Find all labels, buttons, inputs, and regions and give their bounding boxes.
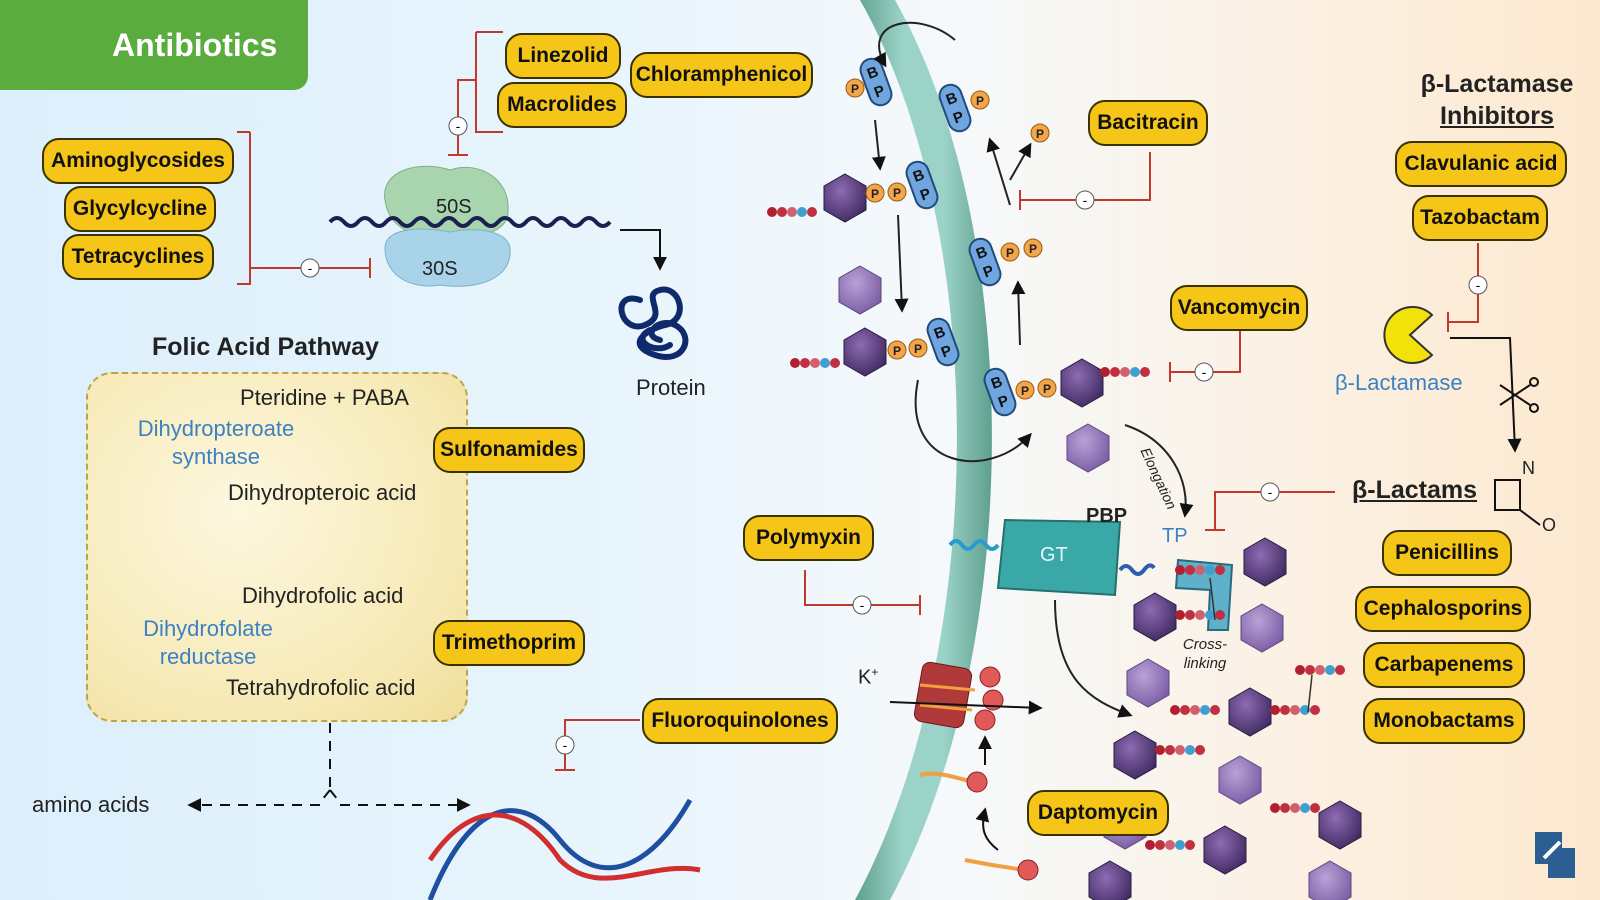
biorender-logo-icon — [1535, 832, 1575, 878]
folic-step-4: Tetrahydrofolic acid — [226, 675, 416, 700]
pill-daptomycin: Daptomycin — [1027, 790, 1169, 836]
peptidoglycan-mesh — [1088, 537, 1362, 900]
pill-penicillins: Penicillins — [1382, 530, 1512, 576]
ribosome-30s — [384, 228, 511, 287]
label-k-ion: K+ — [858, 665, 879, 689]
svg-text:-: - — [1268, 484, 1273, 500]
pill-monobactams: Monobactams — [1363, 698, 1525, 744]
protein-icon — [618, 286, 689, 360]
svg-text:-: - — [1083, 192, 1088, 208]
pill-linezolid: Linezolid — [505, 33, 621, 79]
pill-tazobactam: Tazobactam — [1412, 195, 1548, 241]
svg-text:-: - — [456, 118, 461, 134]
pill-vancomycin: Vancomycin — [1170, 285, 1308, 331]
svg-text:-: - — [1476, 277, 1481, 293]
label-protein: Protein — [636, 375, 706, 400]
pill-glycylcycline: Glycylcycline — [64, 186, 216, 232]
label-ring-n: N — [1522, 458, 1535, 478]
dna-helix — [427, 798, 701, 900]
beta-lactam-ring-icon — [1494, 479, 1541, 526]
pill-tetracyclines: Tetracyclines — [62, 234, 214, 280]
pill-trimethoprim: Trimethoprim — [433, 620, 585, 666]
page-title: Antibiotics — [112, 26, 278, 63]
enzyme-2: Dihydrofolate reductase — [128, 615, 288, 671]
crosslinking-line-2: linking — [1183, 655, 1227, 672]
label-tp: TP — [1162, 525, 1188, 547]
label-beta-lactamase: β-Lactamase — [1335, 370, 1463, 395]
label-pbp: PBP — [1086, 505, 1128, 527]
k-ion-text: K — [858, 666, 872, 689]
svg-text:-: - — [308, 260, 313, 276]
label-gt: GT — [1040, 544, 1068, 566]
folic-step-2: Dihydropteroic acid — [228, 480, 417, 505]
svg-text:-: - — [563, 737, 568, 753]
label-amino-acids: amino acids — [32, 792, 150, 817]
beta-lactams-title: β-Lactams — [1352, 476, 1478, 504]
label-50s: 50S — [436, 196, 472, 218]
inhibitors-title-line-1: β-Lactamase — [1420, 70, 1574, 98]
potassium-channel — [913, 661, 1004, 731]
label-ring-o: O — [1542, 515, 1557, 535]
pill-clavulanic-acid: Clavulanic acid — [1395, 141, 1567, 187]
pbp-gt-domain — [996, 518, 1122, 597]
enzyme-2-line-2: reductase — [159, 644, 257, 669]
pill-polymyxin: Polymyxin — [743, 515, 874, 561]
pill-bacitracin: Bacitracin — [1088, 100, 1208, 146]
title-badge: Antibiotics — [0, 0, 308, 90]
enzyme-1-line-1: Dihydropteroate — [137, 416, 295, 441]
enzyme-1: Dihydropteroate synthase — [118, 415, 314, 471]
svg-text:-: - — [1202, 364, 1207, 380]
folic-step-3: Dihydrofolic acid — [242, 583, 404, 608]
pill-chloramphenicol: Chloramphenicol — [630, 52, 813, 98]
svg-text:-: - — [860, 597, 865, 613]
cell-membrane — [855, 0, 992, 900]
crosslinking-line-1: Cross- — [1182, 636, 1228, 653]
label-30s: 30S — [422, 258, 458, 280]
folic-title: Folic Acid Pathway — [152, 333, 379, 361]
pill-cephalosporins: Cephalosporins — [1355, 586, 1531, 632]
inhibitors-title-line-2: Inhibitors — [1440, 102, 1554, 130]
scissors-icon — [1499, 377, 1539, 413]
inhibitors-title: β-Lactamase Inhibitors — [1392, 68, 1600, 132]
label-crosslinking: Cross- linking — [1170, 635, 1240, 673]
pill-fluoroquinolones: Fluoroquinolones — [642, 698, 838, 744]
beta-lactamase-icon — [1383, 306, 1434, 364]
folic-step-1: Pteridine + PABA — [240, 385, 409, 410]
pill-sulfonamides: Sulfonamides — [433, 427, 585, 473]
mrna-strand — [328, 216, 612, 228]
pill-carbapenems: Carbapenems — [1363, 642, 1525, 688]
pill-aminoglycosides: Aminoglycosides — [42, 138, 234, 184]
enzyme-2-line-1: Dihydrofolate — [143, 616, 273, 641]
enzyme-1-line-2: synthase — [171, 444, 261, 469]
folic-acid-box — [86, 372, 468, 722]
pill-macrolides: Macrolides — [497, 82, 627, 128]
